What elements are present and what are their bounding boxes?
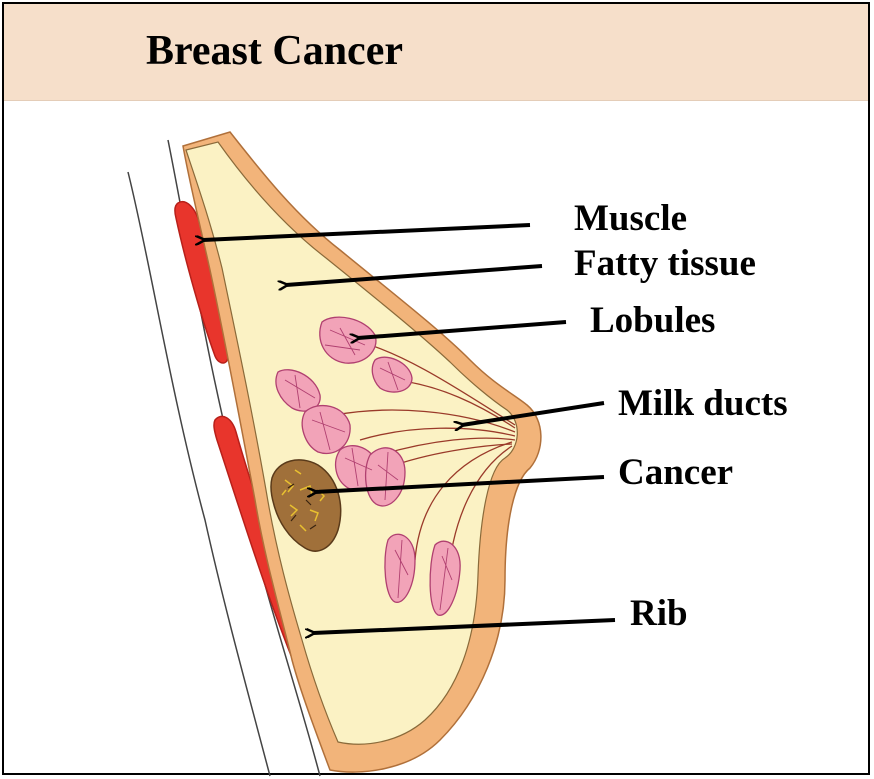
label-rib: Rib — [630, 593, 688, 634]
label-fatty-tissue: Fatty tissue — [574, 243, 756, 284]
label-muscle: Muscle — [574, 198, 687, 239]
label-lobules: Lobules — [590, 300, 715, 341]
label-milk-ducts: Milk ducts — [618, 383, 788, 424]
labels: Muscle Fatty tissue Lobules Milk ducts C… — [574, 198, 788, 634]
label-cancer: Cancer — [618, 452, 733, 493]
